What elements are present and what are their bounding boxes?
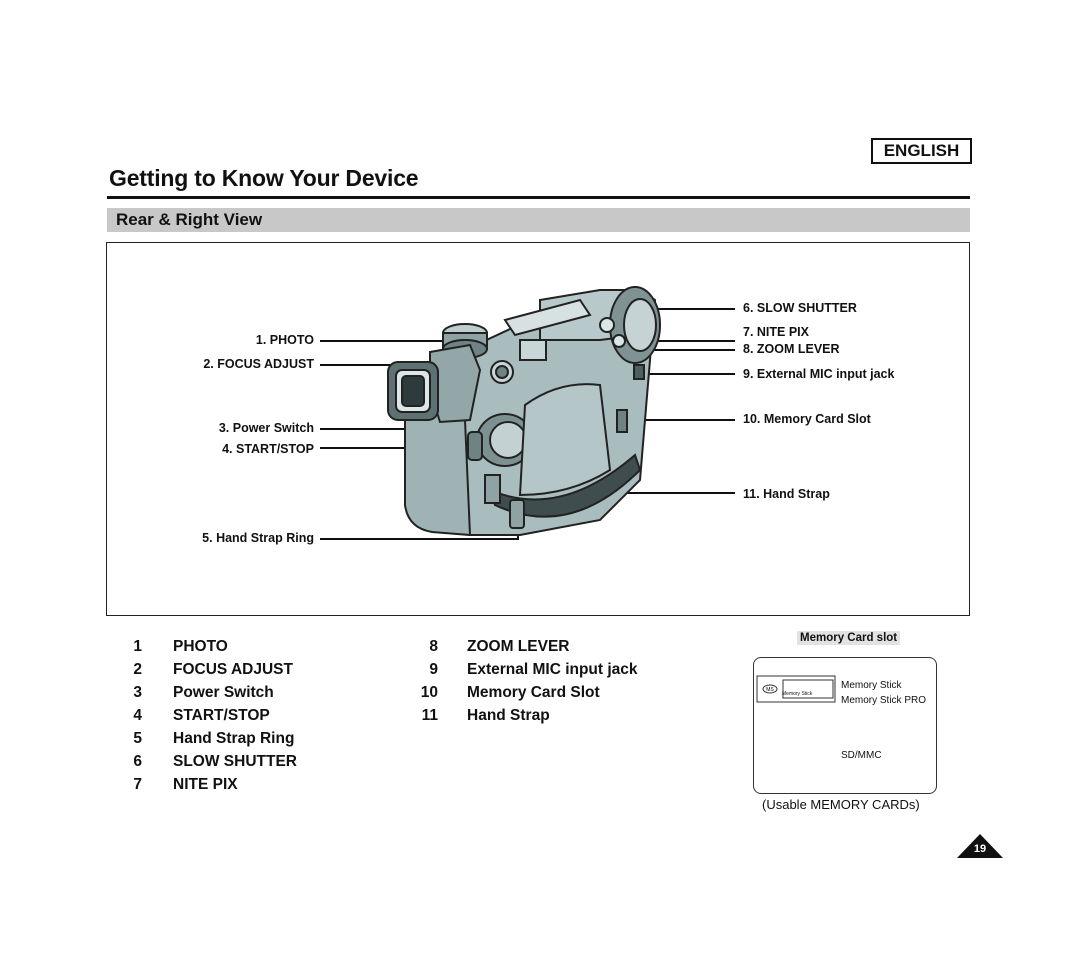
section-title: Rear & Right View — [116, 210, 263, 229]
page-title: Getting to Know Your Device — [109, 165, 419, 191]
callout-zoom-lever: 8. ZOOM LEVER — [743, 342, 840, 356]
callout-hand-strap-ring: 5. Hand Strap Ring — [202, 531, 314, 545]
card-type-memory-stick-pro: Memory Stick PRO — [841, 695, 927, 706]
callout-nite-pix: 7. NITE PIX — [743, 325, 809, 339]
camcorder-body — [387, 286, 661, 537]
memory-card-caption: (Usable MEMORY CARDs) — [762, 797, 920, 812]
language-badge: ENGLISH — [871, 138, 972, 164]
callout-start-stop: 4. START/STOP — [222, 442, 314, 456]
page-number-marker — [957, 834, 1003, 858]
card-type-sd-mmc: SD/MMC — [841, 750, 882, 761]
memory-card-diagram — [753, 657, 937, 794]
section-bar — [107, 208, 970, 232]
callout-power-switch: 3. Power Switch — [218, 421, 314, 435]
callout-photo: 1. PHOTO — [255, 333, 314, 347]
page-number: 19 — [973, 843, 987, 855]
callout-focus-adjust: 2. FOCUS ADJUST — [203, 357, 314, 371]
callout-hand-strap: 11. Hand Strap — [743, 487, 830, 501]
callout-mic-jack: 9. External MIC input jack — [743, 367, 895, 381]
memory-stick-card-label: Memory Stick — [782, 691, 813, 697]
memory-stick-slot-illustration: MS — [756, 675, 836, 703]
title-divider — [107, 196, 970, 199]
memory-card-title: Memory Card slot — [797, 631, 901, 645]
card-type-memory-stick: Memory Stick — [841, 680, 902, 691]
callout-memory-card-slot: 10. Memory Card Slot — [743, 412, 871, 426]
svg-text:MS: MS — [766, 687, 774, 693]
figure-frame — [106, 242, 970, 616]
callout-slow-shutter: 6. SLOW SHUTTER — [743, 301, 857, 315]
